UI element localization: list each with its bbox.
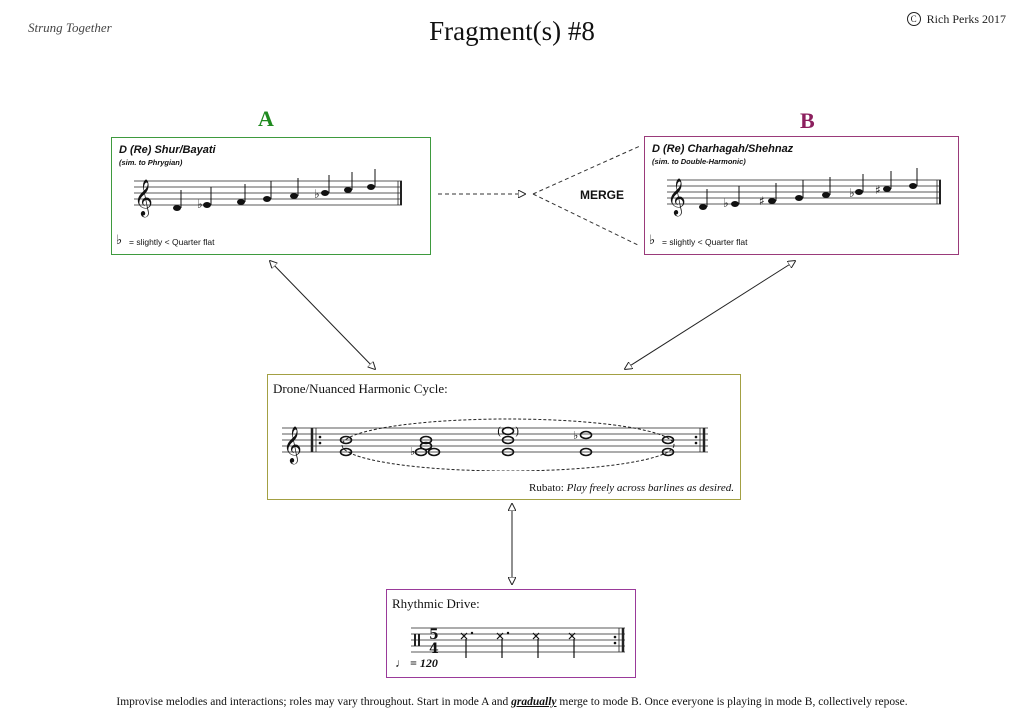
mode-b-name: D (Re) Charhagah/Shehnaz <box>652 143 794 155</box>
series-name: Strung Together <box>28 20 112 35</box>
note <box>699 204 707 210</box>
instructions-emphasis: gradually <box>511 696 557 708</box>
note <box>367 184 375 190</box>
rubato-instruction: Rubato: Play freely across barlines as d… <box>529 482 734 494</box>
copyright-icon: C <box>906 12 921 26</box>
time-signature-numerator: 5 <box>429 627 439 643</box>
svg-text:): ) <box>515 425 519 438</box>
whole-note <box>339 447 353 457</box>
note <box>237 199 245 205</box>
sharp-icon: ♯ <box>875 183 881 197</box>
page-title: Fragment(s) #8 <box>429 16 595 46</box>
time-signature-denominator: 4 <box>429 641 439 657</box>
quarter-flat-legend-icon: ♭ <box>116 232 123 247</box>
mode-a-box: D (Re) Shur/Bayati (sim. to Phrygian) 𝄞 … <box>111 137 431 255</box>
note <box>768 198 776 204</box>
arrow-b-drone <box>625 261 795 369</box>
x-notehead <box>460 632 468 640</box>
rubato-text: Play freely across barlines as desired. <box>566 482 734 494</box>
treble-clef-icon: 𝄞 <box>667 177 686 216</box>
svg-text:(: ( <box>497 425 501 438</box>
x-notehead <box>568 632 576 640</box>
merge-lower-line <box>532 193 641 247</box>
rubato-label: Rubato: <box>528 482 564 494</box>
note <box>290 193 298 199</box>
whole-note <box>661 435 675 445</box>
quarter-flat-icon: ♭ <box>849 186 855 200</box>
merge-label: MERGE <box>580 188 625 202</box>
note <box>173 205 181 211</box>
instructions-part-2: merge to mode B. Once everyone is playin… <box>556 696 908 708</box>
quarter-flat-icon: ♭ <box>197 197 203 211</box>
x-notehead <box>496 632 504 640</box>
whole-note <box>501 435 515 445</box>
mode-a-staff: 𝄞 ♭ ♭ <box>134 169 402 217</box>
mode-b-box: D (Re) Charhagah/Shehnaz (sim. to Double… <box>644 136 959 255</box>
note <box>855 189 863 195</box>
rhythm-box: Rhythmic Drive: 5 4 ♩ = 120 <box>386 589 636 678</box>
rhythm-title: Rhythmic Drive: <box>392 596 480 611</box>
mode-b-legend-note: = slightly < Quarter flat <box>662 237 748 247</box>
rhythm-staff: 5 4 <box>411 627 625 658</box>
x-notehead <box>532 632 540 640</box>
quarter-flat-icon: ♭ <box>410 445 415 458</box>
tempo-value: = 120 <box>410 656 438 670</box>
drone-title: Drone/Nuanced Harmonic Cycle: <box>273 381 448 396</box>
quarter-flat-legend-icon: ♭ <box>649 232 656 247</box>
whole-note <box>579 447 593 457</box>
whole-note <box>579 430 593 440</box>
mode-b-label: B <box>800 108 815 133</box>
note <box>822 192 830 198</box>
whole-note <box>661 447 675 457</box>
mode-b-similar: (sim. to Double-Harmonic) <box>652 157 746 166</box>
whole-note <box>414 447 428 457</box>
mode-a-name: D (Re) Shur/Bayati <box>119 144 216 156</box>
treble-clef-icon: 𝄞 <box>134 178 153 217</box>
note <box>203 202 211 208</box>
drone-cycle-ellipse <box>341 418 675 471</box>
whole-note <box>419 435 433 445</box>
copyright-text: Rich Perks 2017 <box>926 12 1006 26</box>
whole-note <box>501 426 515 436</box>
instructions-part-1: Improvise melodies and interactions; rol… <box>116 696 512 708</box>
flat-icon: ♭ <box>314 187 320 201</box>
arrow-a-drone <box>270 261 375 369</box>
tempo-marking: ♩ = 120 <box>395 656 438 671</box>
note <box>795 195 803 201</box>
mode-a-legend-note: = slightly < Quarter flat <box>129 237 215 247</box>
note <box>909 183 917 189</box>
whole-note <box>427 447 441 457</box>
note <box>344 187 352 193</box>
mode-a-label: A <box>258 106 274 131</box>
flat-icon: ♭ <box>573 429 578 442</box>
whole-note <box>339 435 353 445</box>
whole-note <box>501 447 515 457</box>
sharp-icon: ♯ <box>759 194 765 208</box>
note <box>321 190 329 196</box>
note <box>731 201 739 207</box>
treble-clef-icon: 𝄞 <box>283 425 302 464</box>
merge-upper-line <box>532 145 641 195</box>
note <box>263 196 271 202</box>
performance-instructions: Improvise melodies and interactions; rol… <box>0 696 1024 708</box>
note <box>883 186 891 192</box>
mode-b-staff: 𝄞 ♭ ♯ ♭ ♯ <box>667 168 941 216</box>
copyright-notice: C Rich Perks 2017 <box>906 12 1006 27</box>
drone-box: Drone/Nuanced Harmonic Cycle: 𝄞 <box>267 374 741 500</box>
quarter-flat-icon: ♭ <box>723 196 729 210</box>
mode-a-similar: (sim. to Phrygian) <box>119 158 183 167</box>
drone-staff: 𝄞 () ♭ ♭ <box>282 418 708 471</box>
quarter-note-icon: ♩ <box>395 656 407 670</box>
